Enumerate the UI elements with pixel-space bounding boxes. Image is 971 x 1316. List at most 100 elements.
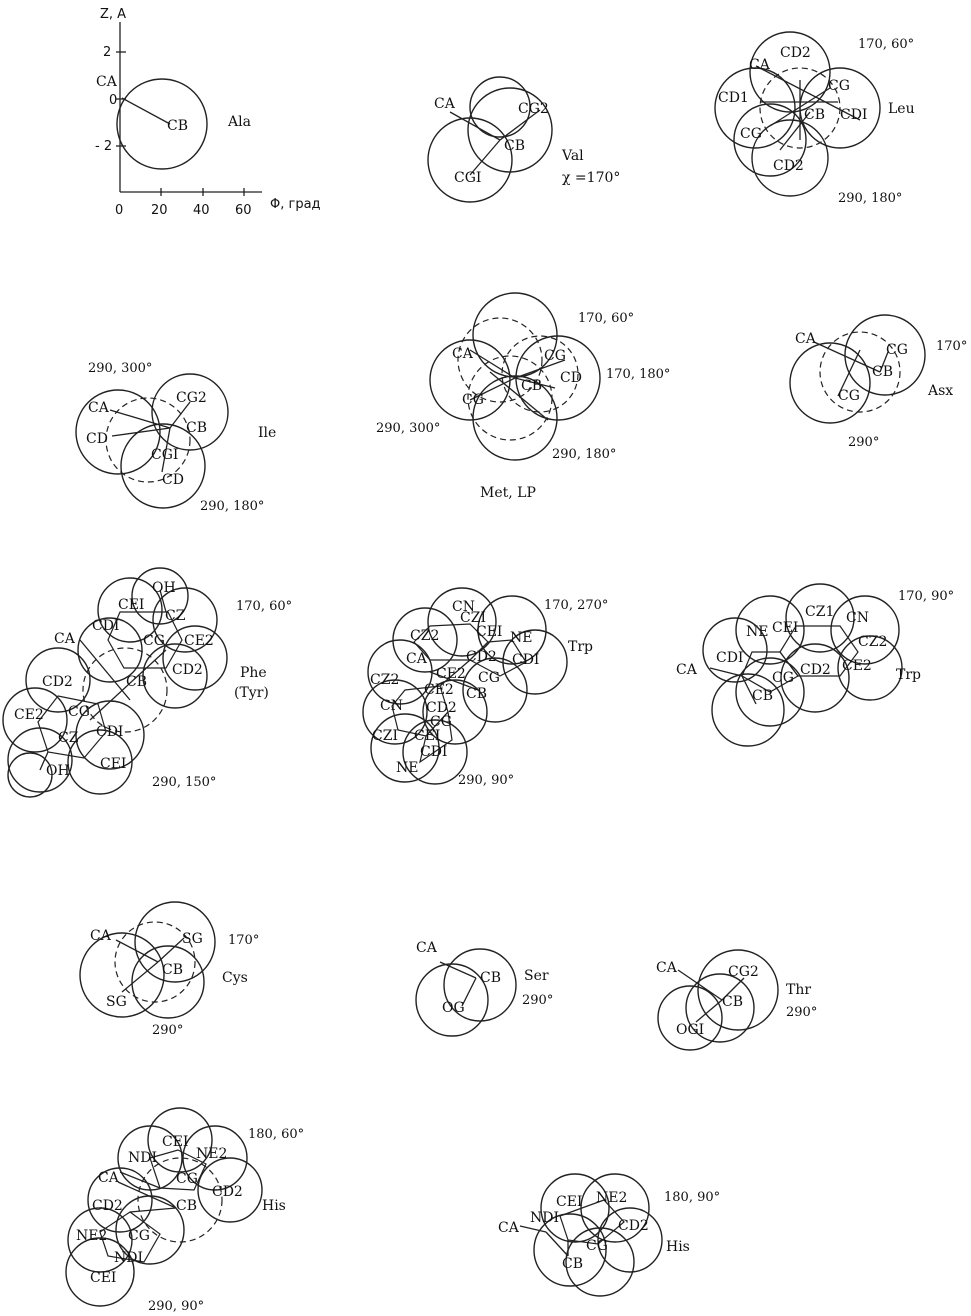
atom-label: CG2 xyxy=(176,390,207,406)
atom-label: CG2 xyxy=(518,101,549,117)
atom-sphere xyxy=(785,583,855,653)
atom-label: CE2 xyxy=(436,666,466,682)
bond xyxy=(695,999,723,1023)
atom-label: CD2 xyxy=(618,1218,649,1234)
atom-label: CZ2 xyxy=(410,628,439,644)
atom-sphere xyxy=(367,639,433,705)
atom-sphere xyxy=(844,314,926,396)
residue-name: Ala xyxy=(227,114,251,130)
atom-sphere-dashed xyxy=(819,331,901,413)
atom-label: NE xyxy=(746,624,768,640)
residue-name: Asx xyxy=(927,383,953,399)
atom-sphere xyxy=(735,657,805,727)
atom-sphere xyxy=(120,423,206,509)
atom-label: NE xyxy=(510,630,532,646)
atom-sphere xyxy=(685,973,755,1043)
bond xyxy=(439,659,471,687)
angle-label: 170, 270° xyxy=(544,598,608,613)
bond xyxy=(769,87,831,127)
atom-sphere xyxy=(142,643,208,709)
angle-label: 170, 180° xyxy=(606,367,670,382)
atom-label: CB xyxy=(162,962,183,978)
atom-label: CD2 xyxy=(426,700,457,716)
atom-sphere xyxy=(565,1227,635,1297)
atom-label: CEI xyxy=(556,1194,582,1210)
atom-sphere xyxy=(131,567,189,625)
bond xyxy=(879,351,889,373)
atom-label: CB xyxy=(126,674,147,690)
atom-label: CEI xyxy=(162,1134,188,1150)
bond xyxy=(121,961,159,993)
angle-label: 180, 90° xyxy=(664,1190,720,1205)
atom-label: CB xyxy=(480,970,501,986)
atom-label: CB xyxy=(466,686,487,702)
atom-label: CD2 xyxy=(92,1198,123,1214)
residue-name: Thr xyxy=(786,982,811,998)
residue-name: Leu xyxy=(888,101,915,117)
atom-label: CE2 xyxy=(424,682,454,698)
atom-label: CB xyxy=(722,994,743,1010)
atom-sphere xyxy=(197,1157,263,1223)
atom-label: SG xyxy=(182,931,203,947)
atom-label: CB xyxy=(176,1198,197,1214)
atom-sphere xyxy=(502,629,568,695)
atom-sphere xyxy=(77,617,143,683)
atom-label: CA xyxy=(434,96,456,112)
atom-sphere xyxy=(392,607,458,673)
atom-sphere-dashed xyxy=(457,317,543,403)
bond xyxy=(837,349,861,397)
angle-label: 290, 90° xyxy=(148,1299,204,1314)
atom-label: CG xyxy=(544,348,566,364)
atom-label: CA xyxy=(676,662,698,678)
angle-label: 290, 90° xyxy=(458,773,514,788)
atom-sphere-dashed xyxy=(105,397,191,483)
atom-label: CB xyxy=(562,1256,583,1272)
atom-label: CDI xyxy=(840,107,867,123)
angle-label: 170, 60° xyxy=(236,599,292,614)
bond xyxy=(469,139,501,176)
bond xyxy=(169,401,191,429)
atom-label: NE2 xyxy=(596,1190,627,1206)
atom-sphere xyxy=(443,948,517,1022)
panel-cys: CA SG CB SG Cys 170° 290° xyxy=(79,901,259,1038)
atom-label: CG xyxy=(128,1228,150,1244)
atom-sphere xyxy=(751,119,829,197)
atom-label: CB xyxy=(521,378,542,394)
residue-name: Val xyxy=(561,148,584,164)
atom-label: CA xyxy=(54,631,76,647)
aromatic-ring xyxy=(559,1199,625,1245)
panel-asx: CA CG CB CG Asx 170° 290° xyxy=(789,314,967,450)
bond xyxy=(157,937,185,963)
panel-his-2: CEI NE2 NDI CD2 CA CG CB His 180, 90° xyxy=(498,1173,720,1297)
atom-label: NDI xyxy=(114,1250,143,1266)
atom-sphere xyxy=(65,1237,135,1307)
atom-label: CEI xyxy=(118,597,144,613)
atom-label: NE xyxy=(396,760,418,776)
atom-sphere xyxy=(151,373,229,451)
atom-label: CA xyxy=(498,1220,520,1236)
y-tick-label: 2 xyxy=(103,45,111,60)
atom-label: CEI xyxy=(414,728,440,744)
atom-sphere xyxy=(597,1207,663,1273)
atom-sphere xyxy=(67,729,133,795)
chi-angle: χ =170° xyxy=(562,170,620,186)
angle-label: 290, 180° xyxy=(552,447,616,462)
aromatic-ring xyxy=(149,1149,207,1191)
atom-label: CG xyxy=(838,388,860,404)
angle-label: 290, 300° xyxy=(376,421,440,436)
atom-sphere xyxy=(67,1207,133,1273)
atom-sphere xyxy=(477,595,547,665)
atom-sphere xyxy=(422,679,488,745)
atom-sphere xyxy=(789,342,871,424)
aromatic-ring xyxy=(37,695,107,759)
atom-label: CN xyxy=(380,698,403,714)
atom-label: CDI xyxy=(716,650,743,666)
atom-label: CA xyxy=(416,940,438,956)
atom-label: CD2 xyxy=(466,649,497,665)
bond xyxy=(519,1225,547,1233)
atom-sphere xyxy=(711,673,785,747)
atom-label: CG xyxy=(586,1238,608,1254)
atom-sphere xyxy=(733,103,807,177)
atom-sphere xyxy=(75,389,161,475)
